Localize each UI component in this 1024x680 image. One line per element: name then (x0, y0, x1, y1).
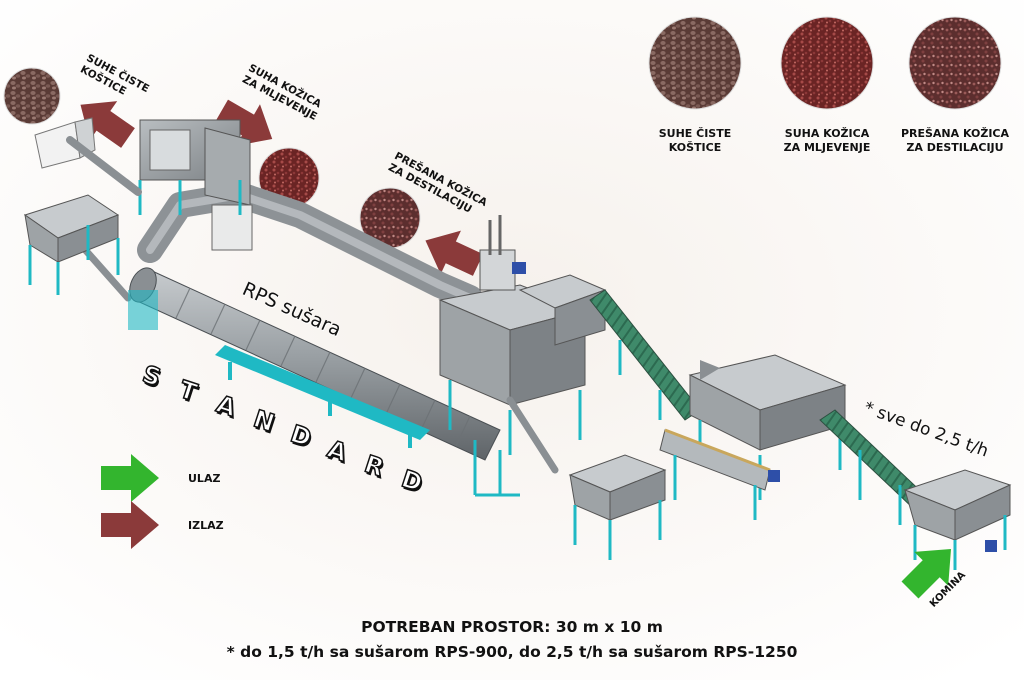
outlet-circle-seeds (3, 67, 61, 125)
right-motor-icon (985, 540, 997, 552)
footer-note: * do 1,5 t/h sa sušarom RPS-900, do 2,5 … (226, 643, 798, 661)
sample-label-seeds-line1: SUHE ČISTE (658, 127, 732, 140)
sieve-machine (688, 354, 847, 500)
output-arrow-skins-milling (216, 99, 273, 146)
lower-hopper (568, 454, 667, 560)
rotary-dryer (128, 267, 501, 461)
motor-icon (512, 262, 526, 274)
sample-label-milling-line2: ZA MLJEVENJE (783, 140, 871, 154)
sample-label-skins-milling: SUHA KOŽICA ZA MLJEVENJE (772, 127, 882, 155)
footer-space: POTREBAN PROSTOR: 30 m x 10 m (361, 618, 663, 636)
lower-frame (473, 440, 520, 497)
sample-circle-seeds (648, 16, 742, 110)
sample-circles (648, 16, 1002, 110)
screw-conveyor-lower (506, 396, 559, 474)
sample-circle-skins-milling (780, 16, 874, 110)
screw-conveyor-top (66, 136, 142, 196)
trommel (659, 428, 780, 520)
sample-label-milling-line1: SUHA KOŽICA (784, 127, 870, 140)
legend-output-label: IZLAZ (188, 519, 224, 532)
legend-input-arrow (101, 454, 159, 502)
sample-label-skins-distillation: PREŠANA KOŽICA ZA DESTILACIJU (895, 127, 1015, 155)
sample-label-seeds: SUHE ČISTE KOŠTICE (650, 127, 740, 155)
left-hopper (23, 194, 120, 295)
legend-output-arrow (101, 501, 159, 549)
output-arrow-skins-distillation (425, 230, 484, 276)
right-hopper (903, 469, 1012, 570)
trommel-motor-icon (768, 470, 780, 482)
legend-input-label: ULAZ (188, 472, 221, 485)
sample-circle-skins-distillation (908, 16, 1002, 110)
belt-conveyor-central (589, 289, 701, 421)
inlet-arrow (901, 548, 952, 599)
sample-label-seeds-line2: KOŠTICE (668, 140, 722, 154)
air-duct (137, 182, 483, 311)
sample-label-distillation-line2: ZA DESTILACIJU (906, 140, 1004, 154)
output-arrow-seeds (80, 101, 135, 148)
sample-label-distillation-line1: PREŠANA KOŽICA (900, 127, 1010, 140)
outlet-arrows (80, 99, 484, 276)
separator-unit (138, 119, 253, 251)
